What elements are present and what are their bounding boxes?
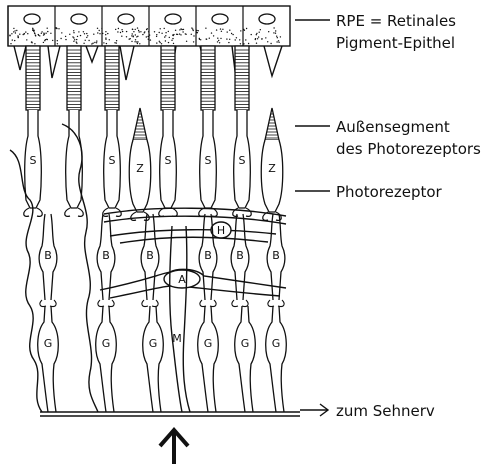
amacrine-cell: A bbox=[99, 268, 287, 299]
ganglion-cell: G bbox=[142, 305, 164, 413]
photoreceptor-label: Photorezeptor bbox=[336, 183, 443, 201]
rpe-nucleus bbox=[258, 13, 276, 25]
rod-letter: S bbox=[165, 154, 172, 167]
bipolar-cell: B bbox=[140, 213, 160, 308]
outer-segment-label-line2: des Photorezeptors bbox=[336, 140, 481, 158]
bipolar-cell: B bbox=[96, 213, 116, 308]
cone-letter: Z bbox=[136, 162, 144, 175]
rpe-nucleus bbox=[164, 13, 182, 25]
ganglion-cell: G bbox=[234, 305, 256, 413]
glia-left bbox=[9, 149, 43, 413]
ganglion-letter: G bbox=[44, 337, 53, 350]
amacrine-cell-letter: A bbox=[178, 273, 186, 286]
optic-nerve-label: zum Sehnerv bbox=[336, 402, 435, 420]
ganglion-letter: G bbox=[204, 337, 213, 350]
cone-letter: Z bbox=[268, 162, 276, 175]
outer-plexiform-layer: H bbox=[103, 207, 287, 244]
up-arrow-icon bbox=[158, 426, 190, 464]
ganglion-letter: G bbox=[272, 337, 281, 350]
rod-cell: S bbox=[232, 45, 252, 217]
ganglion-cell: G bbox=[95, 305, 117, 413]
rod-letter: S bbox=[205, 154, 212, 167]
ganglion-cell: G bbox=[37, 305, 59, 413]
bipolar-letter: B bbox=[236, 249, 244, 262]
bipolar-cell: B bbox=[266, 213, 286, 308]
nerve-fiber-layer bbox=[40, 411, 300, 417]
rpe-nucleus bbox=[117, 13, 135, 25]
mueller-cell-letter: M bbox=[172, 332, 182, 345]
bipolar-letter: B bbox=[272, 249, 280, 262]
glia-mid bbox=[61, 123, 99, 413]
rod-letter: S bbox=[109, 154, 116, 167]
horizontal-cell-letter: H bbox=[217, 224, 225, 237]
rod-cell: S bbox=[102, 45, 122, 217]
ganglion-cell: G bbox=[197, 305, 219, 413]
ganglion-cell: G bbox=[265, 305, 287, 413]
bipolar-letter: B bbox=[44, 249, 52, 262]
ganglion-letter: G bbox=[241, 337, 250, 350]
mueller-cell: M bbox=[169, 225, 191, 413]
right-arrow-icon bbox=[300, 403, 330, 417]
cone-cell: Z bbox=[128, 107, 152, 221]
rpe-label-line1: RPE = Retinales bbox=[336, 12, 456, 30]
rod-letter: S bbox=[30, 154, 37, 167]
rod-cell: S bbox=[198, 45, 218, 217]
ganglion-letter: G bbox=[149, 337, 158, 350]
bipolar-cell: B bbox=[230, 213, 250, 308]
horizontal-cell bbox=[210, 221, 232, 239]
rpe-nucleus bbox=[70, 13, 88, 25]
rod-cell: S bbox=[23, 45, 43, 217]
rod-cell: S bbox=[158, 45, 178, 217]
rpe-layer bbox=[7, 5, 291, 101]
bipolar-letter: B bbox=[146, 249, 154, 262]
bipolar-cell: B bbox=[38, 213, 58, 308]
bipolar-letter: B bbox=[204, 249, 212, 262]
rpe-label-line2: Pigment-Epithel bbox=[336, 34, 455, 52]
rod-letter: S bbox=[239, 154, 246, 167]
cone-cell: Z bbox=[260, 107, 284, 221]
ganglion-letter: G bbox=[102, 337, 111, 350]
outer-segment-label-line1: Außensegment bbox=[336, 118, 450, 136]
rpe-nucleus bbox=[23, 13, 41, 25]
rpe-nucleus bbox=[211, 13, 229, 25]
bipolar-letter: B bbox=[102, 249, 110, 262]
